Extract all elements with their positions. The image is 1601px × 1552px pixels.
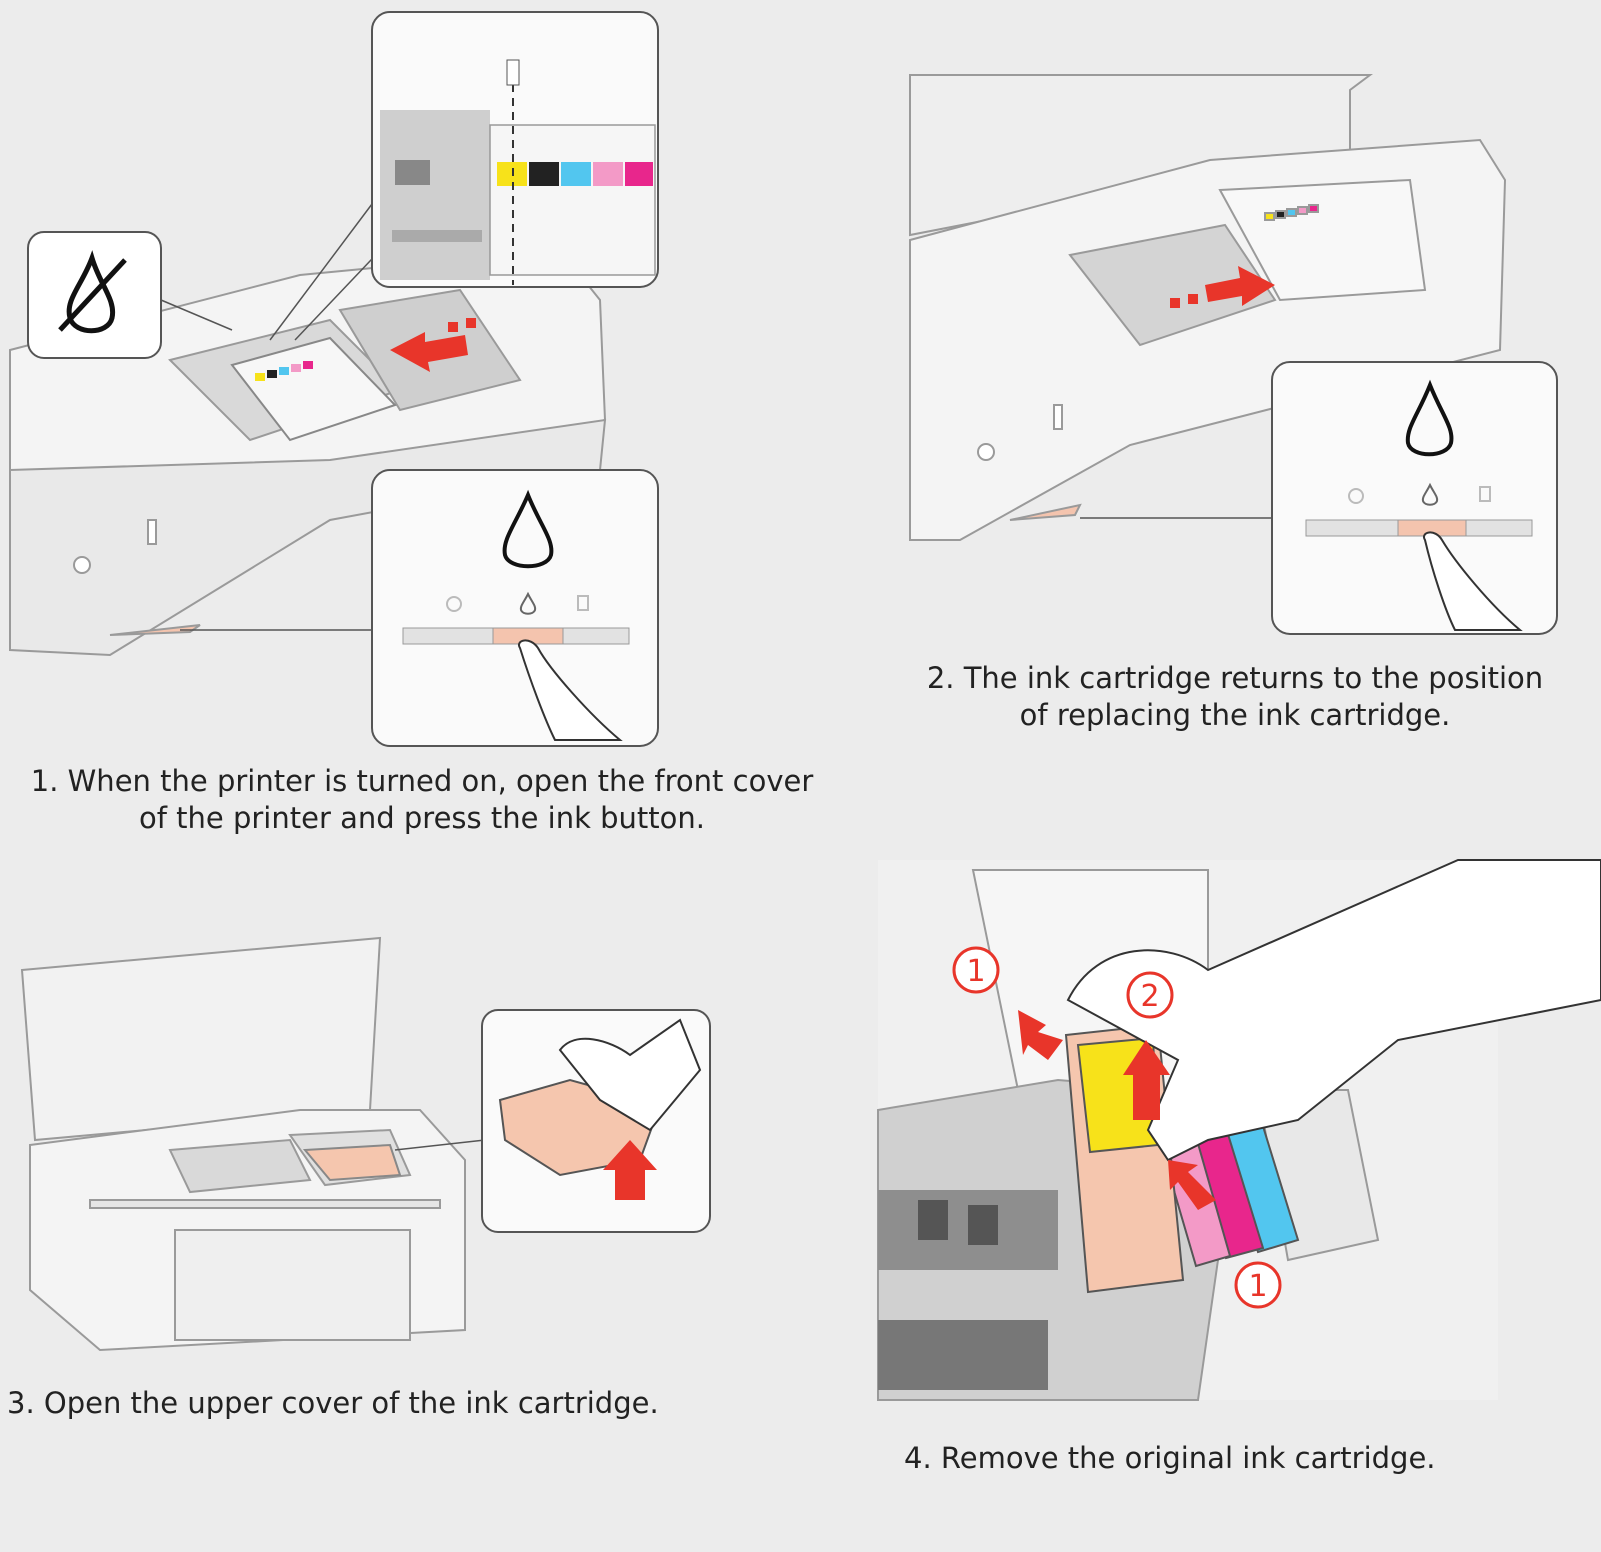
step-3-drawing [20,936,711,1352]
ink-button-inset [180,469,659,747]
step-4-caption-line-1: 4. Remove the original ink cartridge. [904,1441,1436,1475]
step-3-illustration: 3. Open the upper cover of the ink cartr… [0,930,730,1450]
paper-trash-icon [1479,486,1491,502]
step-1-caption: 1. When the printer is turned on, open t… [2,763,842,837]
printer-body [909,74,1507,541]
print-head-carriage [230,336,397,442]
step-1-drawing [9,11,659,747]
step-3-caption-line-1: 3. Open the upper cover of the ink cartr… [7,1386,659,1420]
finger-press-icon [1423,531,1523,631]
callout-1-bottom: 1 [1234,1261,1282,1309]
callout-1-bottom-label: 1 [1248,1269,1267,1304]
ink-drop-icon [1405,379,1454,457]
ink-button-inset [1080,361,1558,635]
cartridge-zoom-inset [394,1009,711,1233]
step-4-drawing: 1 2 1 [877,859,1601,1401]
red-arrow-icon [390,318,476,372]
ink-drop-small-icon [519,591,537,615]
red-arrow-icon [603,1140,657,1200]
step-2-caption: 2. The ink cartridge returns to the posi… [900,660,1570,734]
callout-1-top-label: 1 [966,954,985,989]
red-arrow-icon [1170,266,1275,308]
callout-1-top: 1 [952,946,1000,994]
step-4-caption: 4. Remove the original ink cartridge. [878,1440,1504,1477]
finger-press-icon [518,639,623,741]
printer-body [20,936,466,1352]
step-2-caption-line-1: 2. The ink cartridge returns to the posi… [926,661,1544,695]
cartridge-zoom-inset [269,11,659,341]
callout-2-label: 2 [1140,979,1159,1014]
step-2-drawing [909,74,1558,635]
ink-drop-small-icon [1421,482,1439,506]
hand [1066,859,1601,1162]
red-arrow-icon [1018,1010,1216,1210]
ink-drop-icon [502,489,554,569]
power-icon [1348,488,1364,504]
step-2-caption-line-2: of replacing the ink cartridge. [1019,698,1451,732]
step-1-caption-line-1: 1. When the printer is turned on, open t… [30,764,814,798]
step-1-illustration: 1. When the printer is turned on, open t… [0,0,850,835]
callout-2: 2 [1126,971,1174,1019]
step-4-illustration: 1 2 1 4. Remove the original ink cartrid… [877,859,1601,1520]
ink-drop-crossed-icon [58,250,127,334]
paper-trash-icon [577,595,589,611]
step-2-illustration: 2. The ink cartridge returns to the posi… [880,0,1601,760]
step-3-caption: 3. Open the upper cover of the ink cartr… [0,1385,707,1422]
step-1-caption-line-2: of the printer and press the ink button. [139,801,705,835]
power-icon [446,596,462,612]
